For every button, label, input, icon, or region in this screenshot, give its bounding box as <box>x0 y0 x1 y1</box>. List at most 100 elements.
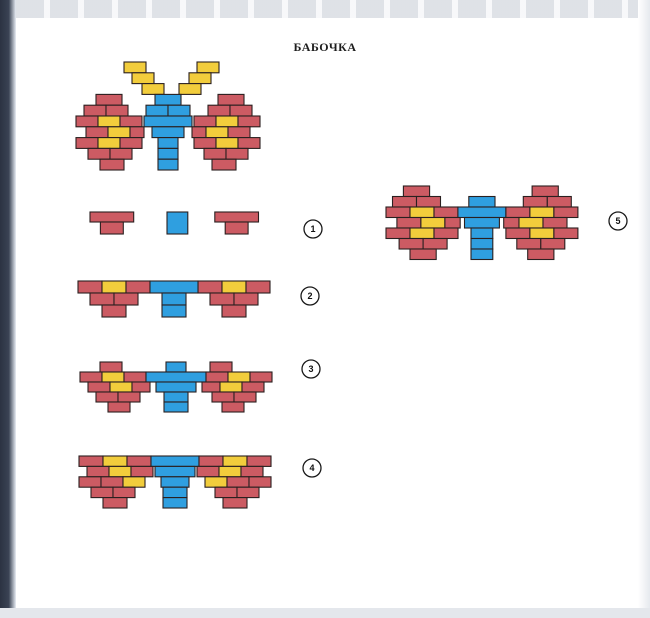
wing-brick <box>517 239 541 250</box>
wing-brick <box>194 116 216 127</box>
wing-brick <box>238 116 260 127</box>
wing-brick <box>250 372 272 382</box>
wing-brick <box>199 456 223 466</box>
body-brick <box>158 138 178 149</box>
accent-brick <box>219 466 241 476</box>
wing-brick <box>445 218 460 229</box>
accent-brick <box>142 84 164 95</box>
accent-brick <box>98 138 120 149</box>
body-brick <box>146 372 206 382</box>
wing-brick <box>79 477 101 487</box>
wing-brick <box>84 105 106 116</box>
body-brick <box>155 466 195 476</box>
wing-brick <box>222 305 246 317</box>
wing-brick <box>100 362 122 372</box>
accent-brick <box>222 281 246 293</box>
step-4-number: 4 <box>309 463 314 473</box>
wing-brick <box>86 127 108 138</box>
accent-brick <box>216 116 238 127</box>
step-3-badge: 3 <box>302 360 320 378</box>
wing-brick <box>113 487 135 497</box>
wing-brick <box>222 402 244 412</box>
wing-brick <box>88 148 110 159</box>
wing-brick <box>208 105 230 116</box>
wing-brick <box>197 466 219 476</box>
butterfly-step-1-figure <box>90 212 259 234</box>
body-brick <box>465 218 500 229</box>
wing-brick <box>249 477 271 487</box>
wing-brick <box>547 197 571 208</box>
wing-brick <box>210 362 232 372</box>
butterfly-step-4-figure <box>79 456 271 508</box>
body-brick <box>471 239 493 250</box>
wing-brick <box>225 222 248 234</box>
wing-brick <box>506 228 530 239</box>
wing-brick <box>532 186 558 197</box>
body-brick <box>162 305 186 317</box>
accent-brick <box>205 477 227 487</box>
accent-brick <box>197 62 219 73</box>
wing-brick <box>114 293 138 305</box>
wing-brick <box>110 148 132 159</box>
accent-brick <box>421 218 445 229</box>
wing-brick <box>120 138 142 149</box>
wing-brick <box>234 392 256 402</box>
butterfly-step-5-figure <box>386 186 578 260</box>
body-brick <box>151 456 199 466</box>
body-brick <box>158 148 178 159</box>
accent-brick <box>228 372 250 382</box>
wing-brick <box>80 372 102 382</box>
wing-brick <box>543 218 567 229</box>
step-3-number: 3 <box>308 364 313 374</box>
body-brick <box>162 293 186 305</box>
wing-brick <box>198 281 222 293</box>
body-brick <box>163 498 187 508</box>
wing-brick <box>202 382 220 392</box>
wing-brick <box>554 228 578 239</box>
wing-brick <box>212 392 234 402</box>
wing-brick <box>131 466 153 476</box>
wing-brick <box>399 239 423 250</box>
wing-brick <box>410 249 436 260</box>
wing-brick <box>226 148 248 159</box>
accent-brick <box>103 456 127 466</box>
wing-brick <box>223 498 247 508</box>
wing-brick <box>120 116 142 127</box>
accent-brick <box>124 62 146 73</box>
wing-brick <box>423 239 447 250</box>
wing-brick <box>215 487 237 497</box>
body-brick <box>458 207 506 218</box>
accent-brick <box>410 207 434 218</box>
wing-brick <box>504 218 519 229</box>
body-brick <box>163 487 187 497</box>
butterfly-final-figure <box>76 62 260 170</box>
wing-brick <box>102 305 126 317</box>
accent-brick <box>108 127 130 138</box>
wing-brick <box>417 197 441 208</box>
wing-brick <box>434 228 458 239</box>
accent-brick <box>530 228 554 239</box>
body-brick <box>156 382 196 392</box>
wing-brick <box>100 159 124 170</box>
wing-brick <box>434 207 458 218</box>
accent-brick <box>189 73 211 84</box>
wing-brick <box>218 94 244 105</box>
wing-brick <box>103 498 127 508</box>
wing-brick <box>130 127 144 138</box>
butterfly-step-3-figure <box>80 362 272 412</box>
wing-brick <box>246 281 270 293</box>
accent-brick <box>102 372 124 382</box>
body-brick <box>164 392 188 402</box>
step-5-badge: 5 <box>609 212 627 230</box>
wing-brick <box>96 392 118 402</box>
accent-brick <box>223 456 247 466</box>
wing-brick <box>247 456 271 466</box>
wing-brick <box>108 402 130 412</box>
wing-brick <box>126 281 150 293</box>
wing-brick <box>386 207 410 218</box>
wing-brick <box>234 293 258 305</box>
wing-brick <box>403 186 429 197</box>
wing-brick <box>237 487 259 497</box>
step-5-number: 5 <box>615 216 620 226</box>
